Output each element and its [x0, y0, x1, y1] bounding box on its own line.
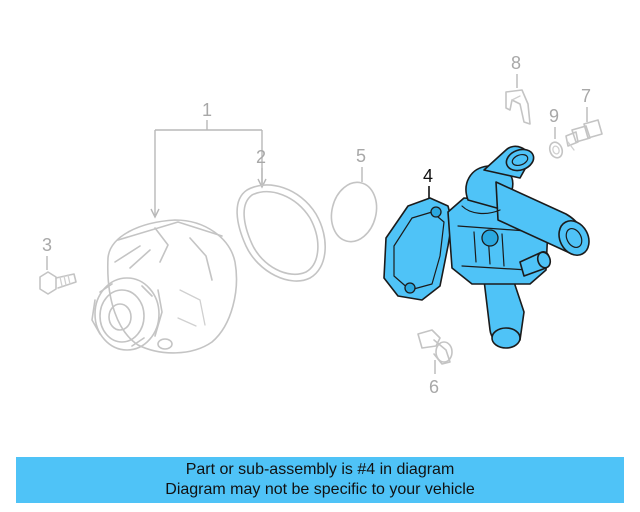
callout-8[interactable]: 8: [511, 53, 521, 73]
leader-1-arrow-right: [257, 178, 267, 189]
callout-5[interactable]: 5: [356, 146, 366, 166]
flange-bolt-hole-top: [430, 206, 442, 218]
thermostat-housing-part[interactable]: [383, 145, 595, 349]
clip-8-part[interactable]: [505, 89, 531, 125]
callout-6[interactable]: 6: [429, 377, 439, 397]
water-pump-part[interactable]: [91, 219, 238, 354]
parts-diagram: 1 2 3 5 4: [39, 53, 603, 397]
bolt-6-part[interactable]: [417, 329, 453, 365]
leader-1-arrow-left: [150, 208, 160, 219]
callout-7[interactable]: 7: [581, 86, 591, 106]
banner-line-2: Diagram may not be specific to your vehi…: [165, 481, 475, 498]
o-ring-5-part[interactable]: [325, 178, 382, 247]
sensor-7-part[interactable]: [565, 119, 603, 151]
info-banner: Part or sub-assembly is #4 in diagram Di…: [16, 457, 624, 503]
callout-9[interactable]: 9: [549, 106, 559, 126]
bolt-3-part[interactable]: [39, 271, 77, 295]
callout-1[interactable]: 1: [202, 100, 212, 120]
callout-3[interactable]: 3: [42, 235, 52, 255]
banner-line-1: Part or sub-assembly is #4 in diagram: [185, 461, 455, 478]
flange-bolt-hole-bottom: [404, 282, 416, 294]
callout-4[interactable]: 4: [423, 166, 433, 186]
leader-1: [154, 120, 263, 215]
callout-2[interactable]: 2: [256, 147, 266, 167]
pump-gasket-part[interactable]: [236, 184, 326, 282]
housing-center-boss: [481, 229, 499, 247]
o-ring-9-part[interactable]: [548, 140, 565, 159]
